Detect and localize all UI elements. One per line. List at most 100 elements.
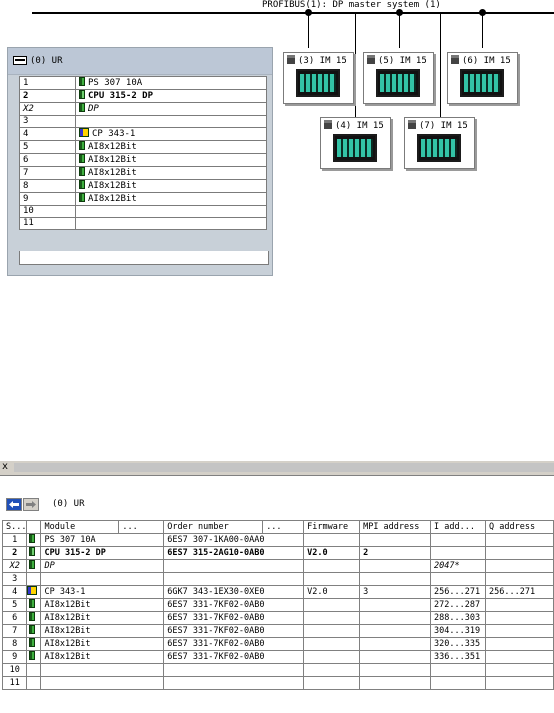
im-station-7[interactable]: (7) IM 15 [404, 117, 475, 169]
cell-icon[interactable] [26, 546, 42, 560]
cell-i-address[interactable] [430, 572, 486, 586]
cell-firmware[interactable] [303, 598, 361, 612]
rack-slot-module[interactable]: CP 343-1 [75, 127, 267, 141]
cell-firmware[interactable] [303, 533, 361, 547]
cell-module[interactable]: CPU 315-2 DP [40, 546, 165, 560]
cell-icon[interactable] [26, 650, 42, 664]
cell-mpi-address[interactable] [359, 663, 432, 677]
cell-module[interactable]: AI8x12Bit [40, 637, 165, 651]
table-row[interactable]: X2 DP 2047* [1, 559, 554, 573]
cell-icon[interactable] [26, 611, 42, 625]
cell-i-address[interactable]: 272...287 [430, 598, 486, 612]
cell-mpi-address[interactable] [359, 611, 432, 625]
rack-slot-row[interactable]: 10 [19, 205, 267, 218]
cell-q-address[interactable] [485, 624, 554, 638]
cell-mpi-address[interactable] [359, 533, 432, 547]
column-header-module-more[interactable]: ... [118, 520, 165, 534]
cell-module[interactable]: AI8x12Bit [40, 650, 165, 664]
cell-i-address[interactable]: 320...335 [430, 637, 486, 651]
cell-slot[interactable]: 2 [1, 546, 28, 560]
cell-slot[interactable]: 7 [1, 624, 28, 638]
cell-order-number[interactable]: 6ES7 331-7KF02-0AB0 [163, 611, 305, 625]
rack-slot-module[interactable]: PS 307 10A [75, 76, 267, 90]
im-station-4[interactable]: (4) IM 15 [320, 117, 391, 169]
im-station-3[interactable]: (3) IM 15 [283, 52, 354, 104]
rack-slot-module[interactable]: AI8x12Bit [75, 153, 267, 167]
cell-module[interactable]: DP [40, 559, 165, 573]
cell-module[interactable]: PS 307 10A [40, 533, 165, 547]
table-row[interactable]: 3 [1, 572, 554, 586]
cell-q-address[interactable] [485, 637, 554, 651]
cell-module[interactable] [40, 663, 165, 677]
cell-slot[interactable]: 9 [1, 650, 28, 664]
cell-i-address[interactable] [430, 546, 486, 560]
cell-icon[interactable] [26, 572, 42, 586]
splitter-bar[interactable] [14, 463, 554, 472]
cell-slot[interactable]: X2 [1, 559, 28, 573]
cell-firmware[interactable] [303, 624, 361, 638]
rack-slot-module[interactable]: AI8x12Bit [75, 179, 267, 193]
cell-mpi-address[interactable] [359, 598, 432, 612]
cell-q-address[interactable] [485, 546, 554, 560]
cell-order-number[interactable]: 6GK7 343-1EX30-0XE0 [163, 585, 305, 599]
cell-icon[interactable] [26, 559, 42, 573]
cell-firmware[interactable] [303, 572, 361, 586]
cell-q-address[interactable] [485, 559, 554, 573]
column-header-order-more[interactable]: ... [262, 520, 305, 534]
rack-slot-module[interactable]: CPU 315-2 DP [75, 89, 267, 103]
column-header-i-address[interactable]: I add... [430, 520, 486, 534]
table-row[interactable]: 11 [1, 676, 554, 690]
cell-i-address[interactable]: 336...351 [430, 650, 486, 664]
cell-q-address[interactable] [485, 572, 554, 586]
cell-firmware[interactable] [303, 637, 361, 651]
cell-firmware[interactable]: V2.0 [303, 585, 361, 599]
cell-icon[interactable] [26, 676, 42, 690]
cell-module[interactable]: AI8x12Bit [40, 624, 165, 638]
rack-slot-module[interactable] [75, 115, 267, 128]
cell-module[interactable]: CP 343-1 [40, 585, 165, 599]
cell-mpi-address[interactable] [359, 572, 432, 586]
back-button[interactable] [6, 498, 22, 511]
cell-order-number[interactable]: 6ES7 331-7KF02-0AB0 [163, 598, 305, 612]
rack-slot-row[interactable]: 11 [19, 217, 267, 230]
cell-order-number[interactable] [163, 559, 305, 573]
cell-slot[interactable]: 3 [1, 572, 28, 586]
cell-module[interactable]: AI8x12Bit [40, 611, 165, 625]
view-splitter[interactable]: x [0, 460, 554, 476]
cell-i-address[interactable] [430, 533, 486, 547]
cell-module[interactable]: AI8x12Bit [40, 598, 165, 612]
cell-order-number[interactable] [163, 676, 305, 690]
cell-icon[interactable] [26, 637, 42, 651]
cell-mpi-address[interactable]: 2 [359, 546, 432, 560]
cell-slot[interactable]: 8 [1, 637, 28, 651]
cell-i-address[interactable]: 2047* [430, 559, 486, 573]
cell-firmware[interactable] [303, 611, 361, 625]
cell-q-address[interactable] [485, 598, 554, 612]
cell-order-number[interactable]: 6ES7 331-7KF02-0AB0 [163, 624, 305, 638]
im-station-5[interactable]: (5) IM 15 [363, 52, 434, 104]
column-header-firmware[interactable]: Firmware [303, 520, 361, 534]
cell-slot[interactable]: 6 [1, 611, 28, 625]
cell-mpi-address[interactable] [359, 676, 432, 690]
cell-firmware[interactable] [303, 676, 361, 690]
cell-slot[interactable]: 10 [1, 663, 28, 677]
cell-slot[interactable]: 4 [1, 585, 28, 599]
cell-icon[interactable] [26, 533, 42, 547]
cell-slot[interactable]: 1 [1, 533, 28, 547]
cell-mpi-address[interactable] [359, 650, 432, 664]
rack-slot-module[interactable]: DP [75, 102, 267, 116]
im-station-6[interactable]: (6) IM 15 [447, 52, 518, 104]
column-header-slot[interactable]: S... [1, 520, 28, 534]
